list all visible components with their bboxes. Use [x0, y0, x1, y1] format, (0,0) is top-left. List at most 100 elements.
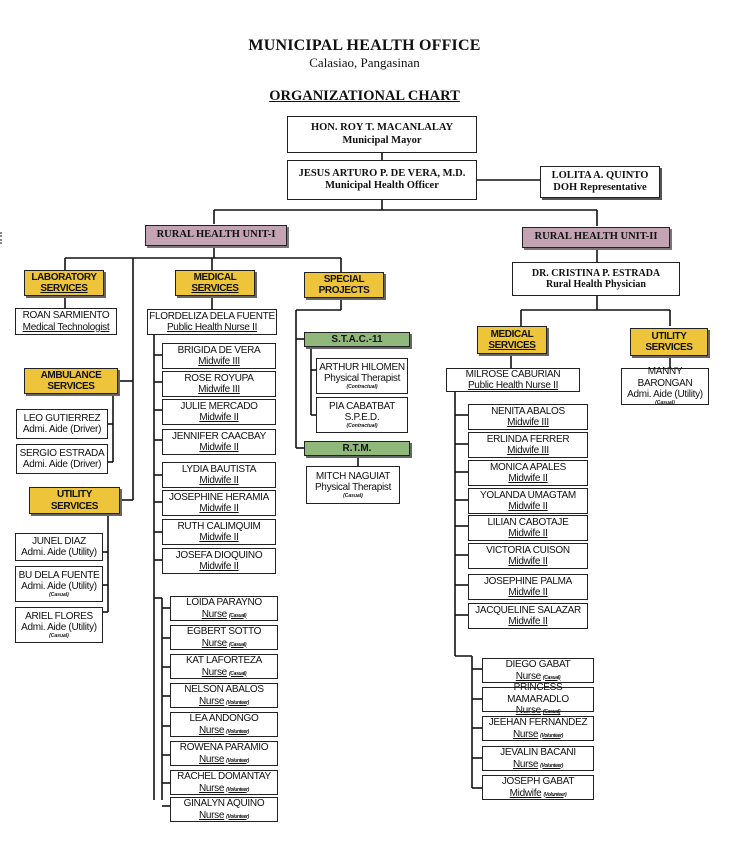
staff-name: RACHEL DOMANTAY: [177, 771, 271, 782]
staff-role: Midwife II: [508, 473, 548, 484]
staff-role: Nurse: [512, 728, 539, 740]
staff-name: ROSE ROYUPA: [184, 372, 254, 384]
staff-name: KAT LAFORTEZA: [185, 655, 263, 666]
staff-status: (Contractual): [346, 383, 378, 390]
scan-mark: [0, 232, 5, 244]
staff-name: FLORDELIZA DELA FUENTE: [149, 310, 275, 322]
mayor-role: Municipal Mayor: [342, 134, 422, 146]
staff-status: (Volunteer): [226, 813, 250, 820]
staff-role-line: Nurse(Volunteer): [199, 783, 249, 795]
rhu1-header: RURAL HEALTH UNIT-I: [145, 225, 287, 246]
staff-role: Nurse: [198, 724, 225, 736]
staff-role: Nurse: [198, 809, 225, 821]
staff-name: RUTH CALIMQUIM: [177, 520, 261, 532]
staff-name: LYDIA BAUTISTA: [181, 463, 257, 475]
staff-role: Midwife: [509, 787, 542, 799]
lab-services-header: LABORATORY SERVICES: [24, 270, 104, 296]
staff-role-line: Midwife III: [198, 356, 240, 368]
medical-services-header: MEDICAL SERVICES: [477, 326, 547, 354]
staff-box: SERGIO ESTRADA Admi. Aide (Driver): [16, 444, 108, 474]
staff-role-line: Midwife II: [508, 528, 548, 540]
staff-role: Midwife III: [198, 384, 240, 395]
staff-name: ARTHUR HILOMEN: [319, 361, 405, 373]
staff-role-line: Nurse(Casual): [516, 671, 561, 683]
util2-title-line2: SERVICES: [645, 342, 693, 353]
staff-name: JOSEPHINE PALMA: [483, 575, 573, 587]
staff-name: VICTORIA CUISON: [486, 544, 570, 556]
staff-role: Nurse: [201, 637, 227, 649]
staff-role: S.P.E.D.: [344, 412, 380, 424]
ambulance-services-header: AMBULANCE SERVICES: [24, 368, 118, 394]
staff-box: MANNY BARONGAN Admi. Aide (Utility) (Cas…: [621, 366, 709, 406]
staff-status: (Casual): [542, 674, 561, 681]
staff-name: PRINCESS MAMARADLO: [507, 682, 569, 705]
staff-box: ROAN SARMIENTO Medical Technologist: [15, 308, 117, 335]
staff-name: ERLINDA FERRER: [486, 433, 570, 445]
mho-box: JESUS ARTURO P. DE VERA, M.D. Municipal …: [287, 160, 477, 200]
staff-name: YOLANDA UMAGTAM: [480, 489, 576, 501]
staff-role-line: Nurse(Volunteer): [199, 754, 249, 766]
staff-role: Admi. Aide (Driver): [22, 459, 102, 470]
staff-status: (Casual): [228, 612, 247, 619]
staff-role-line: Nurse(Casual): [202, 609, 247, 621]
util-title-line1: UTILITY: [57, 489, 92, 500]
staff-role-line: Nurse(Volunteer): [513, 729, 563, 741]
staff-role-line: Midwife III: [507, 445, 549, 457]
mayor-name: HON. ROY T. MACANLALAY: [310, 122, 454, 134]
chart-title: ORGANIZATIONAL CHART: [269, 88, 460, 104]
staff-role: Midwife II: [199, 475, 239, 486]
staff-name: LEO GUTIERREZ: [23, 412, 101, 424]
staff-role: Midwife II: [508, 616, 548, 627]
staff-name: MILROSE CABURIAN: [465, 368, 561, 380]
staff-name: ROWENA PARAMIO: [179, 742, 269, 753]
staff-role: Nurse: [515, 705, 541, 717]
staff-role: Medical Technologist: [22, 321, 110, 333]
staff-status: (Volunteer): [543, 791, 567, 798]
staff-role: Midwife II: [199, 532, 239, 543]
staff-name: JENNIFER CAACBAY: [172, 430, 266, 442]
staff-name: GINALYN AQUINO: [183, 798, 265, 809]
staff-box: MITCH NAGUIAT Physical Therapist (Casual…: [306, 466, 400, 504]
phn-box: MILROSE CABURIAN Public Health Nurse II: [446, 368, 580, 392]
staff-name: JEEHAN FERNANDEZ: [488, 717, 588, 728]
staff-role: Nurse: [201, 666, 227, 678]
sp-title-line2: PROJECTS: [318, 285, 370, 296]
staff-role-line: Midwife(Volunteer): [510, 788, 567, 800]
staff-status: (Volunteer): [226, 728, 250, 735]
utility-services-header: UTILITY SERVICES: [630, 328, 708, 356]
staff-role: Admi. Aide (Utility): [627, 389, 703, 401]
staff-role-line: Midwife II: [199, 503, 239, 515]
staff-role-line: Nurse(Volunteer): [199, 725, 249, 737]
staff-name: JOSEFA DIOQUINO: [175, 549, 263, 561]
staff-role: Midwife II: [199, 412, 239, 423]
staff-status: (Volunteer): [540, 762, 564, 769]
staff-status: (Casual): [343, 492, 363, 499]
staff-role-line: Midwife II: [508, 501, 548, 513]
doh-role: DOH Representative: [553, 182, 647, 193]
staff-role: Midwife III: [507, 417, 549, 428]
staff-status: (Casual): [49, 632, 69, 639]
lab-title-line1: LABORATORY: [31, 271, 97, 283]
staff-role-line: Midwife II: [508, 616, 548, 628]
staff-name: ROAN SARMIENTO: [22, 310, 110, 321]
med1-title-line2: SERVICES: [191, 283, 239, 294]
staff-role-line: Midwife II: [199, 532, 239, 544]
med2-title-line2: SERVICES: [488, 340, 536, 351]
doh-box: LOLITA A. QUINTO DOH Representative: [540, 166, 660, 198]
staff-status: (Casual): [228, 641, 247, 648]
staff-name: SERGIO ESTRADA: [19, 447, 105, 459]
staff-role-line: Nurse(Casual): [516, 705, 561, 717]
